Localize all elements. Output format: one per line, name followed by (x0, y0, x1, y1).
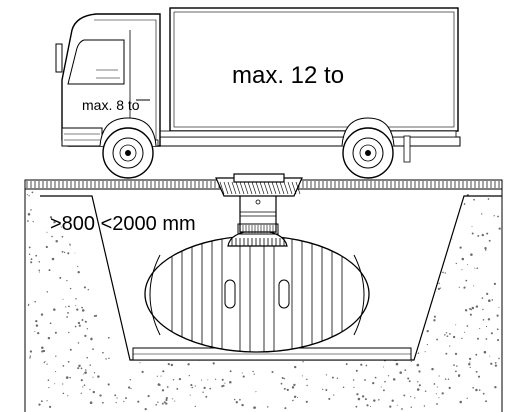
depth-label: >800 <2000 mm (50, 213, 196, 235)
tank-body (144, 235, 370, 353)
truck-illustration (55, 7, 461, 179)
cargo-load-label: max. 12 to (232, 62, 344, 89)
wheel-icon (342, 127, 394, 179)
truck-window (67, 39, 125, 85)
truck-cargo-box (169, 7, 459, 132)
tank-port-right (278, 279, 290, 309)
wheel-icon (102, 127, 154, 179)
cab-load-label: max. 8 to (82, 97, 140, 113)
tank-port-left (224, 279, 236, 309)
manhole-cover (233, 173, 285, 183)
underground-tank (144, 173, 370, 353)
